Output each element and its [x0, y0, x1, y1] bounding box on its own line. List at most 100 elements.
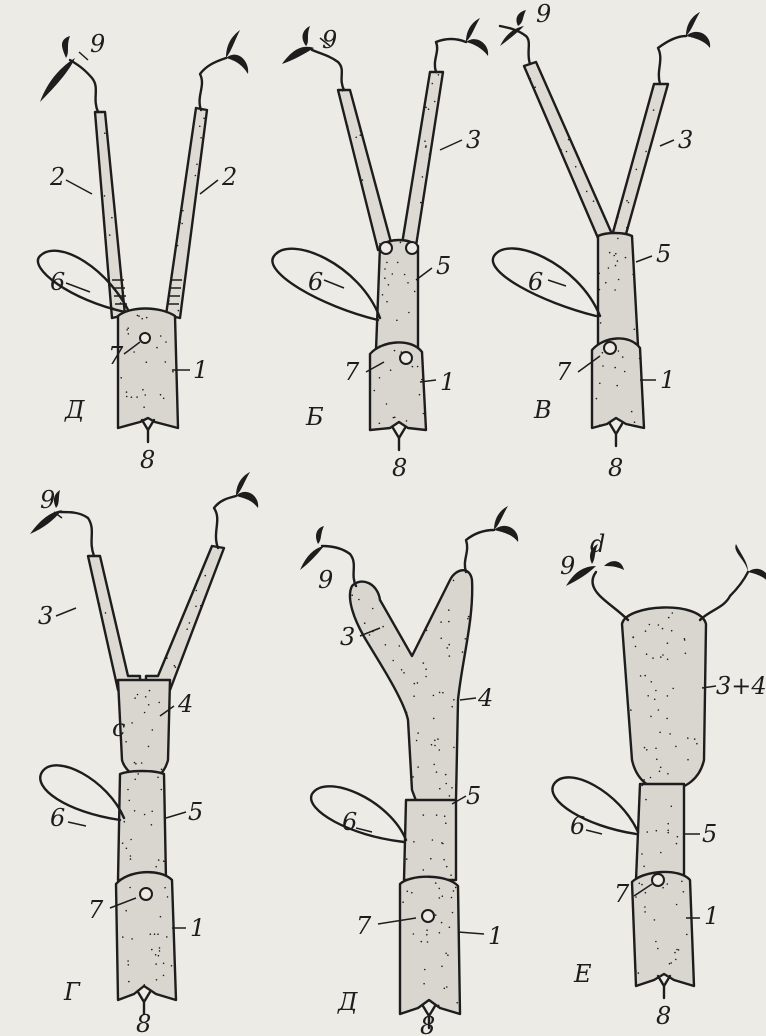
stipple-dot	[179, 222, 181, 224]
stipple-dot	[634, 201, 636, 203]
stipple-dot	[143, 406, 145, 408]
stipple-dot	[426, 630, 428, 632]
stipple-dot	[575, 166, 577, 168]
stipple-dot	[163, 860, 165, 862]
stipple-dot	[449, 795, 451, 797]
stipple-dot	[134, 762, 136, 764]
panel-g-letter: Г	[63, 978, 81, 1006]
stipple-dot	[423, 413, 425, 415]
stipple-dot	[671, 630, 673, 632]
stipple-dot	[645, 892, 647, 894]
panel-d-fused-uterus	[350, 570, 472, 813]
stipple-dot	[128, 964, 130, 966]
stipple-dot	[435, 914, 437, 916]
stipple-dot	[400, 242, 402, 244]
stipple-dot	[659, 732, 661, 734]
stipple-dot	[667, 832, 669, 834]
stipple-dot	[646, 653, 648, 655]
stipple-dot	[440, 638, 442, 640]
stipple-dot	[131, 722, 133, 724]
stipple-dot	[441, 966, 443, 968]
label-4-d: 4	[477, 684, 493, 712]
stipple-dot	[155, 963, 157, 965]
stipple-dot	[453, 890, 455, 892]
stipple-dot	[630, 709, 632, 711]
stipple-dot	[617, 260, 619, 262]
stipple-dot	[167, 896, 169, 898]
stipple-dot	[168, 300, 170, 302]
stipple-dot	[609, 229, 611, 231]
stipple-dot	[420, 202, 422, 204]
stipple-dot	[417, 682, 419, 684]
stipple-dot	[641, 884, 643, 886]
stipple-dot	[151, 811, 153, 813]
stipple-dot	[438, 1005, 440, 1007]
panel-e-cloaca-mark	[658, 976, 670, 998]
stipple-dot	[134, 810, 136, 812]
panel-e-opening	[652, 874, 664, 886]
stipple-dot	[99, 603, 101, 605]
stipple-dot	[432, 83, 434, 85]
stipple-dot	[138, 315, 140, 317]
stipple-dot	[157, 933, 159, 935]
stipple-dot	[446, 986, 448, 988]
stipple-dot	[388, 284, 390, 286]
stipple-dot	[358, 599, 360, 601]
stipple-dot	[419, 394, 421, 396]
stipple-dot	[163, 963, 165, 965]
stipple-dot	[160, 335, 162, 337]
stipple-dot	[439, 692, 441, 694]
label-3-d: 3	[340, 623, 355, 651]
label-9-g: 9	[40, 486, 55, 514]
stipple-dot	[654, 699, 656, 701]
panel-e-letter: Е	[573, 960, 592, 988]
stipple-dot	[103, 217, 105, 219]
stipple-dot	[446, 866, 448, 868]
label-8-v: 8	[608, 454, 623, 482]
stipple-dot	[145, 696, 147, 698]
stipple-dot	[634, 329, 636, 331]
stipple-dot	[360, 134, 362, 136]
panel-a-duct-right	[166, 108, 207, 318]
stipple-dot	[159, 950, 161, 952]
stipple-dot	[439, 749, 441, 751]
stipple-dot	[152, 729, 154, 731]
stipple-dot	[392, 273, 394, 275]
stipple-dot	[656, 759, 658, 761]
stipple-dot	[146, 361, 148, 363]
stipple-dot	[425, 107, 427, 109]
stipple-dot	[181, 223, 183, 225]
stipple-dot	[451, 706, 453, 708]
label-8-g: 8	[136, 1010, 151, 1036]
stipple-dot	[108, 594, 110, 596]
panel-v-cloaca-mark	[610, 424, 622, 446]
stipple-dot	[149, 690, 151, 692]
stipple-dot	[203, 118, 205, 120]
stipple-dot	[434, 740, 436, 742]
label-6-d: 6	[342, 808, 357, 836]
stipple-dot	[200, 605, 202, 607]
stipple-dot	[423, 814, 425, 816]
stipple-dot	[158, 859, 160, 861]
panel-a-sinus	[118, 309, 178, 429]
stipple-dot	[386, 403, 388, 405]
stipple-dot	[426, 934, 428, 936]
stipple-dot	[667, 773, 669, 775]
stipple-dot	[433, 695, 435, 697]
panel-b-junction-left	[380, 242, 392, 254]
stipple-dot	[122, 842, 124, 844]
label-5-e: 5	[702, 820, 717, 848]
stipple-dot	[448, 609, 450, 611]
panel-b-junction-right	[406, 242, 418, 254]
stipple-dot	[406, 420, 408, 422]
stipple-dot	[111, 217, 113, 219]
stipple-dot	[160, 394, 162, 396]
stipple-dot	[141, 762, 143, 764]
stipple-dot	[687, 759, 689, 761]
stipple-dot	[449, 799, 451, 801]
stipple-dot	[631, 411, 633, 413]
stipple-dot	[424, 969, 426, 971]
stipple-dot	[425, 676, 427, 678]
stipple-dot	[649, 624, 651, 626]
stipple-dot	[148, 704, 150, 706]
